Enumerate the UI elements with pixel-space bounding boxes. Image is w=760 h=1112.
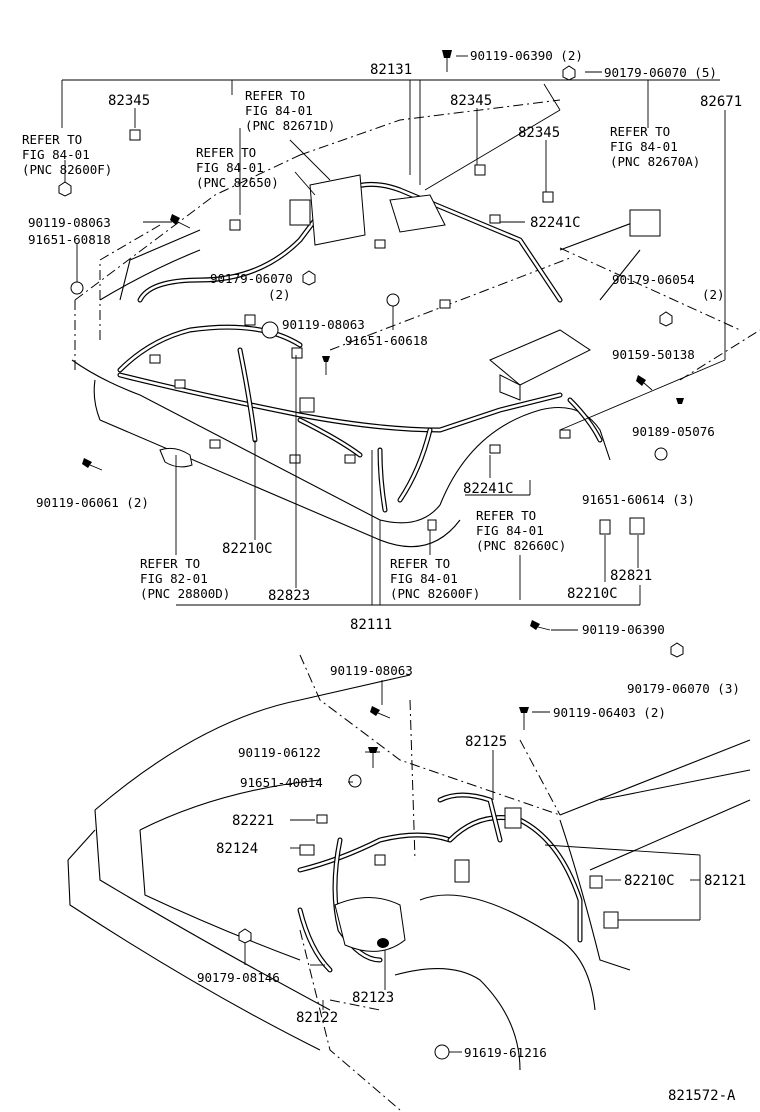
ref-82670a-line3: (PNC 82670A) [610, 154, 700, 169]
engine-bay-outline [71, 99, 760, 548]
ref-82660c-line1: REFER TO [476, 508, 536, 523]
label-82221: 82221 [232, 813, 274, 829]
label-90159-50138: 90159-50138 [612, 347, 695, 362]
label-90119-06390: 90119-06390 [582, 622, 665, 637]
label-82123: 82123 [352, 990, 394, 1006]
ref-82660c-line2: FIG 84-01 [476, 523, 544, 538]
label-82124: 82124 [216, 841, 258, 857]
ref-28800d-line2: FIG 82-01 [140, 571, 208, 586]
ref-82600f-top-line2: FIG 84-01 [22, 147, 90, 162]
label-90179-08146: 90179-08146 [197, 970, 280, 985]
label-82210c-right: 82210C [567, 586, 618, 602]
ref-82650-line2: FIG 84-01 [196, 160, 264, 175]
label-82345-right: 82345 [518, 125, 560, 141]
ref-28800d-line1: REFER TO [140, 556, 200, 571]
label-90119-08063-top: 90119-08063 [28, 215, 111, 230]
fastener-glyphs-top [58, 50, 684, 658]
label-91651-60818: 91651-60818 [28, 232, 111, 247]
label-90179-06054: 90179-06054 [612, 272, 695, 287]
ref-82600f-top-line1: REFER TO [22, 132, 82, 147]
label-90179-06070-2: 90179-06070 [210, 271, 293, 286]
fastener-labels: 90119-06390 (2) 90179-06070 (5) 90119-08… [28, 48, 740, 1060]
ref-82650-line1: REFER TO [196, 145, 256, 160]
label-90179-06054-qty: (2) [702, 287, 725, 302]
leader-lines-bottom [244, 680, 701, 1053]
label-82345-left: 82345 [108, 93, 150, 109]
label-82210c-bottom: 82210C [624, 873, 675, 889]
diagram-id: 821572-A [668, 1088, 736, 1104]
label-82241c-top: 82241C [530, 215, 581, 231]
ref-82660c-line3: (PNC 82660C) [476, 538, 566, 553]
ref-28800d-line3: (PNC 28800D) [140, 586, 230, 601]
label-82345-mid: 82345 [450, 93, 492, 109]
part-labels: 82131 82345 82345 82345 82671 82241C 822… [108, 62, 746, 1026]
label-82111: 82111 [350, 617, 392, 633]
label-82821: 82821 [610, 568, 652, 584]
ref-82671d-line3: (PNC 82671D) [245, 118, 335, 133]
label-90119-08063-mid: 90119-08063 [282, 317, 365, 332]
ref-82671d-line1: REFER TO [245, 88, 305, 103]
label-91619-61216: 91619-61216 [464, 1045, 547, 1060]
label-90119-06390-2: 90119-06390 (2) [470, 48, 583, 63]
label-90119-06122: 90119-06122 [238, 745, 321, 760]
top-harness [117, 129, 661, 535]
label-82210c-left: 82210C [222, 541, 273, 557]
label-90179-06070-2-qty: (2) [268, 287, 291, 302]
label-90189-05076: 90189-05076 [632, 424, 715, 439]
label-82122: 82122 [296, 1010, 338, 1026]
label-90119-06061: 90119-06061 (2) [36, 495, 149, 510]
ref-82600f-bottom-line1: REFER TO [390, 556, 450, 571]
label-91651-60618: 91651-60618 [345, 333, 428, 348]
label-90179-06070-3: 90179-06070 (3) [627, 681, 740, 696]
ref-82671d-line2: FIG 84-01 [245, 103, 313, 118]
label-82671: 82671 [700, 94, 742, 110]
ref-82600f-bottom-line3: (PNC 82600F) [390, 586, 480, 601]
label-82121: 82121 [704, 873, 746, 889]
label-82125: 82125 [465, 734, 507, 750]
reference-labels: REFER TO FIG 84-01 (PNC 82671D) REFER TO… [22, 88, 700, 601]
label-90119-08063-bottom: 90119-08063 [330, 663, 413, 678]
ref-82600f-bottom-line2: FIG 84-01 [390, 571, 458, 586]
leader-lines-top [61, 55, 726, 631]
label-91651-60614: 91651-60614 (3) [582, 492, 695, 507]
label-82131: 82131 [370, 62, 412, 78]
ref-82650-line3: (PNC 82650) [196, 175, 279, 190]
ref-82670a-line2: FIG 84-01 [610, 139, 678, 154]
label-90179-06070-5: 90179-06070 (5) [604, 65, 717, 80]
ref-82670a-line1: REFER TO [610, 124, 670, 139]
label-90119-06403: 90119-06403 (2) [553, 705, 666, 720]
bottom-harness [238, 706, 619, 1060]
label-91651-40814: 91651-40814 [240, 775, 323, 790]
front-body-outline [67, 654, 751, 1111]
ref-82600f-top-line3: (PNC 82600F) [22, 162, 112, 177]
label-82241c-bottom: 82241C [463, 481, 514, 497]
label-82823: 82823 [268, 588, 310, 604]
